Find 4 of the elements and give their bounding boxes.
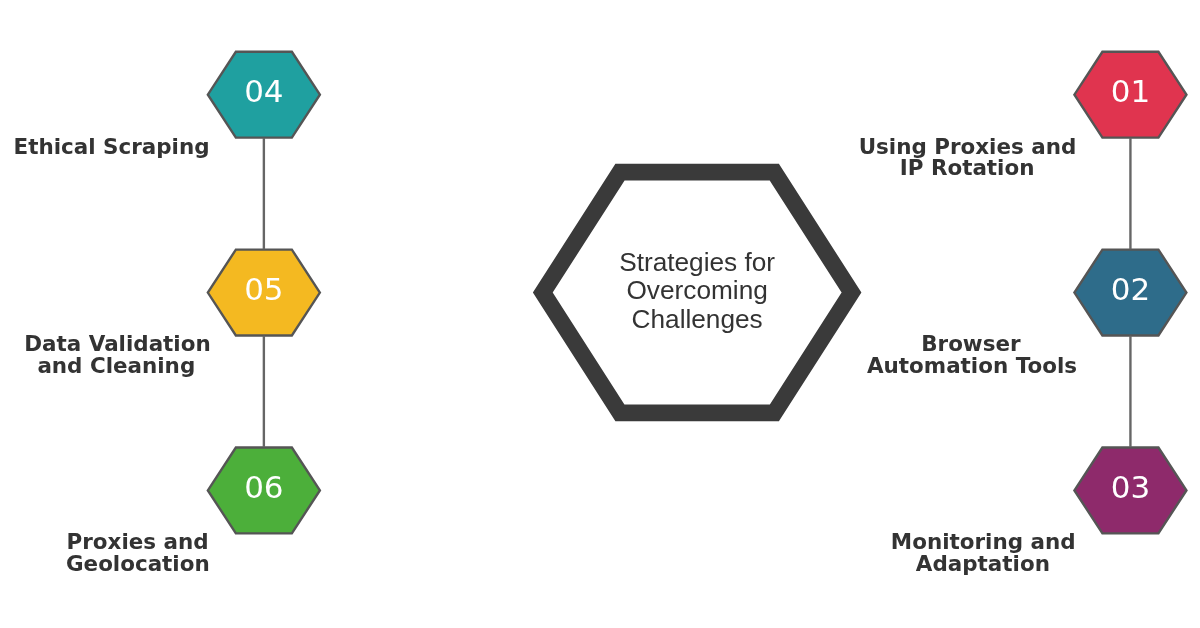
- connector: [1129, 335, 1132, 448]
- connector: [262, 137, 266, 250]
- connector: [1129, 137, 1132, 250]
- connector: [262, 335, 266, 448]
